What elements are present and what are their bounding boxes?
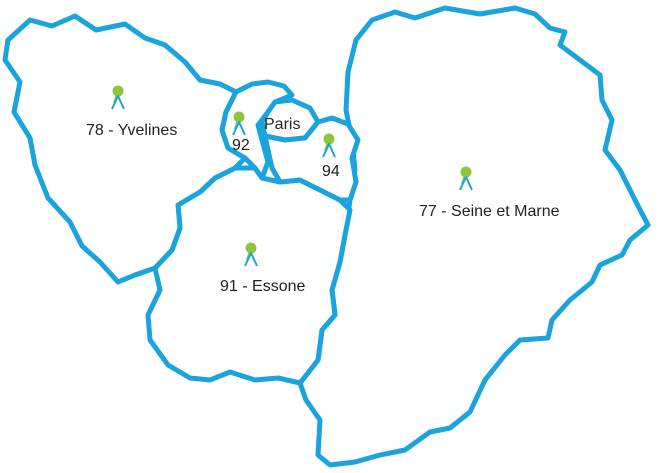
map-pin-icon bbox=[322, 133, 336, 158]
region-78-yvelines[interactable] bbox=[2, 13, 248, 285]
label-94: 94 bbox=[322, 163, 340, 180]
map-pin-icon bbox=[111, 85, 125, 110]
label-77-seine-et-marne: 77 - Seine et Marne bbox=[419, 203, 560, 220]
map-pin-icon bbox=[232, 111, 246, 136]
label-91-essone: 91 - Essone bbox=[220, 278, 305, 295]
label-78-yvelines: 78 - Yvelines bbox=[86, 122, 177, 139]
region-77-seine-et-marne[interactable] bbox=[297, 5, 651, 468]
region-92[interactable] bbox=[219, 79, 295, 181]
map-pin-icon bbox=[244, 242, 258, 267]
label-92: 92 bbox=[232, 137, 250, 154]
region-94[interactable] bbox=[262, 115, 361, 203]
label-paris: Paris bbox=[264, 116, 300, 133]
map-pin-icon bbox=[459, 166, 473, 191]
